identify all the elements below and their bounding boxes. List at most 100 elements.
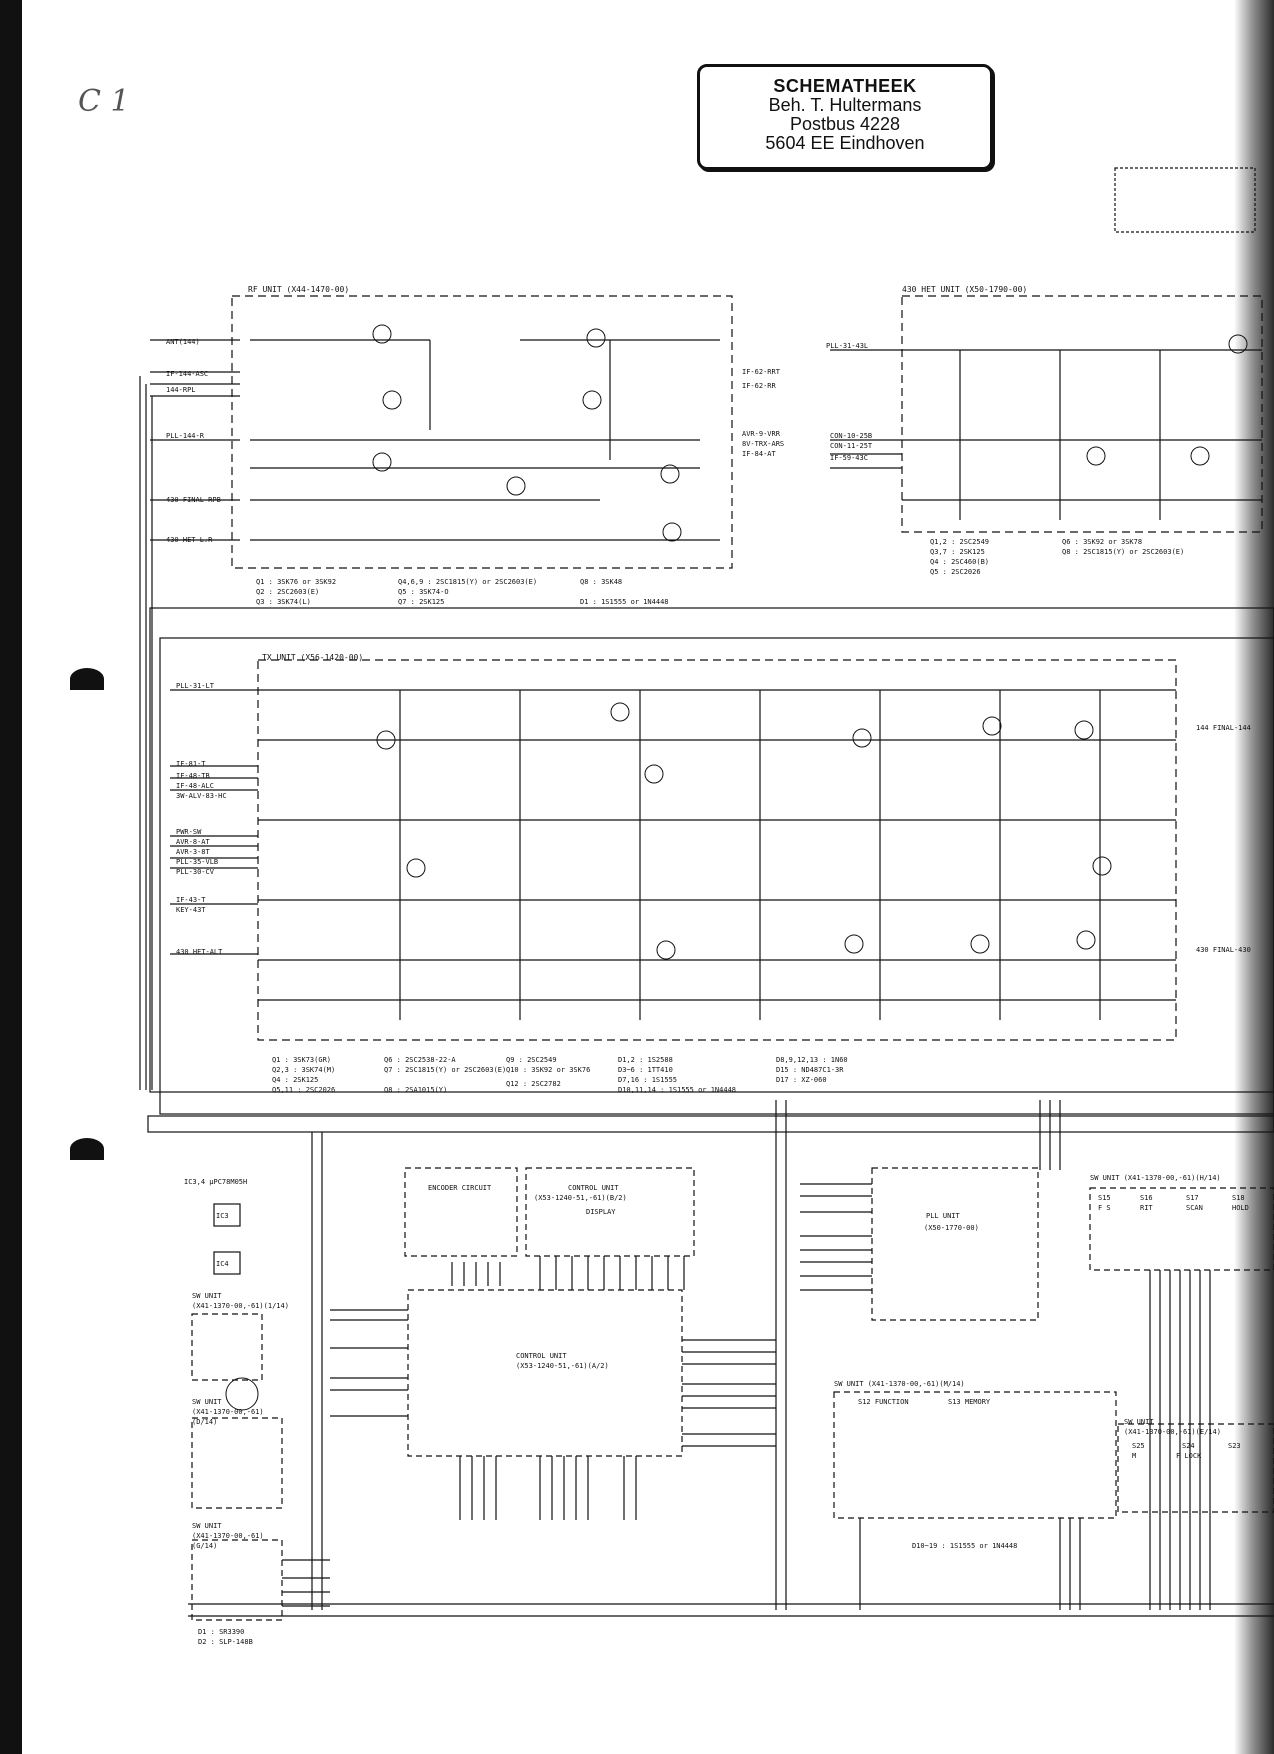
het-transistor: Q6 : 3SK92 or 3SK78 [1062, 538, 1142, 546]
sw-m-box [833, 1391, 1117, 1519]
sw-h-switch: S17 [1186, 1194, 1199, 1202]
sw-h-switch: S16 [1140, 1194, 1153, 1202]
punch-hole-icon [70, 668, 104, 690]
pll-unit-box [871, 1167, 1039, 1321]
rf-connector: IF-62-RR [742, 382, 777, 390]
sw-1-title: SW UNIT [192, 1292, 222, 1300]
rf-transistor: Q1 : 3SK76 or 3SK92 [256, 578, 336, 586]
sw-d-sub: (X41-1370-00,-61) [192, 1408, 264, 1416]
tx-transistor: Q8 : 2SA1015(Y) [384, 1086, 447, 1094]
tx-diode: D3~6 : 1TT410 [618, 1066, 673, 1074]
het-transistor: Q4 : 2SC460(B) [930, 558, 989, 566]
sw-h-label: SCAN [1186, 1204, 1203, 1212]
control-a-box [407, 1289, 683, 1457]
het-connector: IF-59-43C [830, 454, 868, 462]
punch-hole-icon [70, 1138, 104, 1160]
tx-connector: 3W-ALV-83-HC [176, 792, 227, 800]
tx-connector: IF-81-T [176, 760, 206, 768]
het-transistor: Q1,2 : 2SC2549 [930, 538, 989, 546]
tx-transistor: Q6 : 2SC2538-22-A [384, 1056, 456, 1064]
tx-connector: PWR-SW [176, 828, 202, 836]
tx-connector: IF-48-ALC [176, 782, 214, 790]
stamp-line-3: Postbus 4228 [789, 114, 901, 134]
tx-connector: PLL-35-VLB [176, 858, 218, 866]
sw-e-switch: S23 [1228, 1442, 1241, 1450]
sw-g-sub: (X41-1370-00,-61) [192, 1532, 264, 1540]
het-unit-title: 430 HET UNIT (X50-1790-00) [902, 285, 1027, 294]
cable-frame-2 [159, 637, 1274, 1115]
tx-diode: D17 : XZ-060 [776, 1076, 827, 1084]
tx-unit-box [257, 659, 1177, 1041]
sw-1-sub: (X41-1370-00,-61)(1/14) [192, 1302, 289, 1310]
tx-transistor: Q9 : 2SC2549 [506, 1056, 557, 1064]
rf-connector: 430 FINAL-RPB [166, 496, 221, 504]
rf-unit-box [231, 295, 733, 569]
rf-transistor: Q8 : 3SK48 [580, 578, 622, 586]
tx-connector: PLL-31-LT [176, 682, 215, 690]
rf-connector: AVR-9-VRR [742, 430, 781, 438]
tx-diode: D10,11,14 : 1S1555 or 1N4448 [618, 1086, 736, 1094]
rf-transistor: Q4,6,9 : 2SC1815(Y) or 2SC2603(E) [398, 578, 537, 586]
stamp-line-4: 5604 EE Eindhoven [765, 133, 925, 153]
rf-transistor: Q2 : 2SC2603(E) [256, 588, 319, 596]
control-a-title: CONTROL UNIT [516, 1352, 567, 1360]
tx-transistor: Q1 : 3SK73(GR) [272, 1056, 331, 1064]
tx-transistor: Q2,3 : 3SK74(M) [272, 1066, 335, 1074]
het-transistor: Q5 : 2SC2026 [930, 568, 981, 576]
sw-d-title: SW UNIT [192, 1398, 222, 1406]
sw-e-switch: S24 [1182, 1442, 1195, 1450]
het-connector: CON-11-25T [830, 442, 873, 450]
sw-h-box [1089, 1187, 1274, 1271]
het-transistor: Q3,7 : 2SK125 [930, 548, 985, 556]
tx-diode: D8,9,12,13 : 1N60 [776, 1056, 848, 1064]
tx-connector: 430 HET-ALT [176, 948, 223, 956]
control-b-title: CONTROL UNIT [568, 1184, 619, 1192]
tx-connector: AVR-8-AT [176, 838, 211, 846]
control-b-sub: (X53-1240-51,-61)(B/2) [534, 1194, 627, 1202]
d1-note: D1 : SR3390 [198, 1628, 244, 1636]
pll-sub: (X50-1770-00) [924, 1224, 979, 1232]
het-connector: CON-10-25B [830, 432, 872, 440]
d2-note: D2 : SLP-148B [198, 1638, 253, 1646]
sw-g-part: (G/14) [192, 1542, 217, 1550]
control-top-bus [147, 1115, 1274, 1133]
tx-transistor: Q5,11 : 2SC2026 [272, 1086, 335, 1094]
pll-title: PLL UNIT [926, 1212, 961, 1220]
handwritten-note: C 1 [78, 84, 130, 119]
schematheek-stamp: SCHEMATHEEK Beh. T. Hultermans Postbus 4… [697, 64, 993, 170]
sw-d-part: (D/14) [192, 1418, 217, 1426]
rf-connector: ANT(144) [166, 338, 200, 346]
sw-h-switch: S18 [1232, 1194, 1245, 1202]
tx-unit-title: TX UNIT (X56-1420-00) [262, 653, 363, 662]
tx-connector: 430 FINAL-430 [1196, 946, 1251, 954]
sw-m-title: SW UNIT (X41-1370-00,-61)(M/14) [834, 1380, 965, 1388]
function-switch-label: S12 FUNCTION [858, 1398, 909, 1406]
tx-connector: IF-48-TB [176, 772, 210, 780]
sw-h-label: RIT [1140, 1204, 1153, 1212]
tx-connector: KEY-43T [176, 906, 206, 914]
sw-g-title: SW UNIT [192, 1522, 222, 1530]
sw-g-box [191, 1539, 283, 1621]
sw-e-title: SW UNIT [1124, 1418, 1154, 1426]
tx-connector: 144 FINAL-144 [1196, 724, 1251, 732]
top-right-strip [1114, 167, 1256, 233]
rf-connector: IF-144-ASC [166, 370, 208, 378]
tx-connector: AVR-3-8T [176, 848, 211, 856]
tx-diode: D1,2 : 1S2588 [618, 1056, 673, 1064]
stamp-line-1: SCHEMATHEEK [773, 76, 917, 96]
rf-connector: IF-84-AT [742, 450, 777, 458]
het-transistor: Q8 : 2SC1815(Y) or 2SC2603(E) [1062, 548, 1184, 556]
sw-e-switch: S25 [1132, 1442, 1145, 1450]
memory-switch-label: S13 MEMORY [948, 1398, 991, 1406]
tx-transistor: Q7 : 2SC1815(Y) or 2SC2603(E) [384, 1066, 506, 1074]
sw-e-label: F LOCK [1176, 1452, 1202, 1460]
tx-diode: D15 : ND487C1-3R [776, 1066, 844, 1074]
sw-h-label: HOLD [1232, 1204, 1249, 1212]
tx-connector: PLL-30-CV [176, 868, 215, 876]
rf-connector: PLL-144-R [166, 432, 205, 440]
rf-connector: IF-62-RRT [742, 368, 781, 376]
het-unit-box [901, 295, 1263, 533]
encoder-box [404, 1167, 518, 1257]
sw-e-sub: (X41-1370-00,-61)(E/14) [1124, 1428, 1221, 1436]
ic-label: IC3,4 µPC78M05H [184, 1178, 247, 1186]
